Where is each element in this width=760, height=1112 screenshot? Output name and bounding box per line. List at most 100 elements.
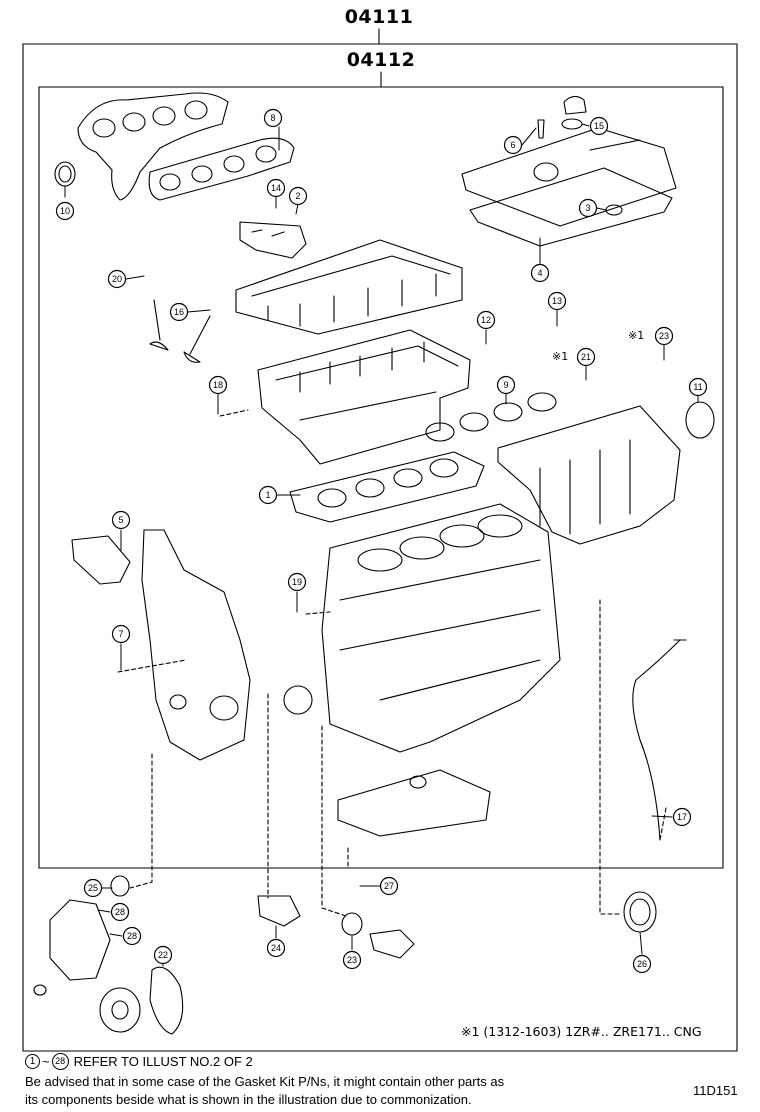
callout-circle (578, 198, 598, 218)
callout-number: 22 (158, 950, 168, 960)
callout-circle (258, 485, 278, 505)
callout-number: 6 (510, 140, 515, 150)
callout-number: 27 (384, 881, 394, 891)
callout-circle (589, 116, 609, 136)
callout-circle (111, 624, 131, 644)
callout-number: 5 (118, 515, 123, 525)
water-inlet-housing (71, 535, 131, 585)
leader-28b (109, 933, 123, 937)
intake-manifold-gasket (425, 392, 557, 442)
callout-circle (547, 291, 567, 311)
leader-15 (581, 123, 590, 127)
callout-circle (688, 377, 708, 397)
callout-number: 16 (174, 307, 184, 317)
callout-13: 13 (547, 291, 567, 311)
callout-12: 12 (476, 310, 496, 330)
advisory-line-1: Be advised that in some case of the Gask… (25, 1074, 505, 1089)
callout-circle (672, 807, 692, 827)
leader-20 (125, 275, 145, 280)
leader-2 (295, 203, 299, 215)
callout-16: 16 (169, 302, 189, 322)
inner-kit-code: 04112 (346, 49, 416, 71)
callout-number: 28 (127, 931, 137, 941)
callout-circle (107, 269, 127, 289)
crankshaft-rear-seal (623, 891, 657, 933)
water-pump-gasket (149, 966, 184, 1035)
leader-16 (187, 309, 211, 313)
callout-number: 21 (581, 352, 591, 362)
outer-kit-code: 04111 (344, 6, 414, 28)
callout-circle (55, 201, 75, 221)
callout-8: 8 (263, 108, 283, 128)
callout-20: 20 (107, 269, 127, 289)
callout-number: 9 (503, 380, 508, 390)
callout-27: 27 (379, 876, 399, 896)
callout-number: 2 (295, 191, 300, 201)
callout-28b: 28 (122, 926, 142, 946)
camshaft-bearing-cap (239, 221, 307, 259)
callout-number: 7 (118, 629, 123, 639)
callout-6: 6 (503, 135, 523, 155)
refer-start-badge: 1 (25, 1054, 40, 1069)
leader-28a (97, 909, 111, 913)
callout-circle (632, 954, 652, 974)
refer-line: 1 ~ 28 REFER TO ILLUST NO.2 OF 2 (25, 1053, 253, 1070)
callout-26: 26 (632, 954, 652, 974)
callout-circle (576, 347, 596, 367)
callout-number: 11 (693, 382, 702, 392)
callout-circle (263, 108, 283, 128)
leader-6 (521, 127, 537, 146)
callout-circle (379, 876, 399, 896)
refer-tilde: ~ (42, 1054, 50, 1069)
callout-number: 19 (292, 577, 302, 587)
cylinder-block (321, 503, 561, 753)
callout-24: 24 (266, 938, 286, 958)
callout-circle (288, 186, 308, 206)
water-pump (33, 899, 111, 996)
callout-circle (111, 510, 131, 530)
callout-number: 24 (271, 943, 281, 953)
callout-number: 1 (265, 490, 270, 500)
callout-number: 8 (270, 113, 275, 123)
inner-kit-frame (38, 86, 724, 869)
exhaust-manifold-gasket (148, 137, 295, 201)
condition-mark-23: ※1 (628, 329, 644, 342)
callout-14: 14 (266, 178, 286, 198)
condition-note: ※1 (1312-1603) 1ZR#.. ZRE171.. CNG (461, 1024, 702, 1039)
callout-circle (83, 878, 103, 898)
callout-number: 12 (481, 315, 491, 325)
oil-level-gauge-guide (632, 639, 687, 841)
callout-number: 13 (552, 296, 562, 306)
refer-end-badge: 28 (51, 1053, 69, 1070)
callout-23b: 23 (654, 326, 674, 346)
refer-text: REFER TO ILLUST NO.2 OF 2 (73, 1054, 253, 1069)
callout-circle (169, 302, 189, 322)
leader-3 (596, 207, 607, 211)
illustration-code: 11D151 (693, 1083, 738, 1098)
callout-circle (530, 263, 550, 283)
callout-19: 19 (287, 572, 307, 592)
callout-9: 9 (496, 375, 516, 395)
water-pump-pulley (99, 987, 141, 1033)
timing-chain-cover (141, 529, 251, 761)
callout-17: 17 (672, 807, 692, 827)
callout-circle (654, 326, 674, 346)
callout-circle (208, 375, 228, 395)
callout-number: 20 (112, 274, 122, 284)
outer-kit-frame (22, 43, 738, 1052)
dashed-leaders (117, 409, 667, 917)
callout-circle (110, 902, 130, 922)
callout-circle (287, 572, 307, 592)
advisory-line-2: its components beside what is shown in t… (25, 1092, 472, 1107)
callout-circle (122, 926, 142, 946)
callout-4: 4 (530, 263, 550, 283)
callout-number: 4 (537, 268, 542, 278)
callout-number: 28 (115, 907, 125, 917)
crankshaft-front-seal-housing (283, 685, 313, 715)
callout-circle (153, 945, 173, 965)
callout-3: 3 (578, 198, 598, 218)
callout-number: 17 (677, 812, 687, 822)
cylinder-head-cover-gasket (469, 167, 673, 247)
callout-circle (476, 310, 496, 330)
callout-number: 26 (637, 959, 647, 969)
